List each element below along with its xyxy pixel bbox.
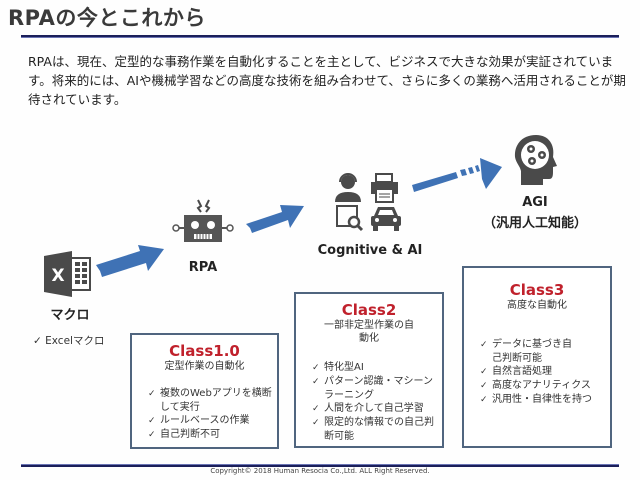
macro-note: ✓ Excelマクロ [33,335,105,347]
class3-item: 高度なアナリティクス [474,379,610,393]
operator-icon [335,173,361,202]
class1-box: Class1.0 定型作業の自動化 複数のWebアプリを横断して実行 ルールベー… [130,333,279,449]
class1-item: ルールベースの作業 [142,414,277,428]
cognitive-icons [335,173,401,232]
class2-title: Class2 [341,301,397,319]
footer-divider [21,464,619,467]
macro-note-text: Excelマクロ [45,335,105,347]
stage-label-agi: AGI [522,195,548,210]
robot-icon [172,199,234,242]
printer-icon [371,173,398,203]
class3-item: 汎用性・自律性を持つ [474,393,610,407]
class2-item: パターン認識・マシーンラーニング [306,375,436,402]
page-title: RPAの今とこれから [8,6,206,30]
arrow-macro-to-rpa [96,245,164,277]
car-icon [371,207,401,231]
class2-item: 特化型AI [306,361,442,375]
excel-icon: X [44,251,91,297]
class3-box: Class3 高度な自動化 データに基づき自己判断可能 自然言語処理 高度なアナ… [462,266,612,448]
class2-item: 人間を介して自己学習 [306,402,442,416]
stage-label-cognitive: Cognitive & AI [317,243,423,258]
title-divider [21,35,619,38]
class1-item: 自己判断不可 [142,428,277,442]
class1-title: Class1.0 [169,342,240,360]
arrow-cognitive-to-agi [412,158,502,192]
copyright-text: Copyright© 2018 Human Resocia Co.,Ltd. A… [210,467,430,475]
class2-box: Class2 一部非定型作業の自動化 特化型AI パターン認識・マシーンラーニン… [294,292,444,448]
stage-sublabel-agi: （汎用人工知能） [482,216,587,231]
class2-subtitle: 一部非定型作業の自動化 [324,320,414,344]
stage-label-macro: マクロ [50,308,90,323]
class3-title: Class3 [509,281,565,299]
intro-paragraph: RPAは、現在、定型的な事務作業を自動化することを主として、ビジネスで大きな効果… [28,54,626,107]
class1-item: 複数のWebアプリを横断して実行 [142,387,278,414]
class3-subtitle: 高度な自動化 [507,300,567,311]
class1-subtitle: 定型作業の自動化 [164,361,245,372]
svg-text:X: X [51,266,64,286]
search-box-icon [336,205,364,232]
class2-item: 限定的な情報での自己判断可能 [306,416,442,443]
head-gears-icon [514,135,557,185]
class3-item: 自然言語処理 [474,365,610,379]
class3-item: データに基づき自己判断可能 [474,338,578,365]
stage-label-rpa: RPA [188,260,218,275]
arrow-rpa-to-cognitive [246,205,304,233]
